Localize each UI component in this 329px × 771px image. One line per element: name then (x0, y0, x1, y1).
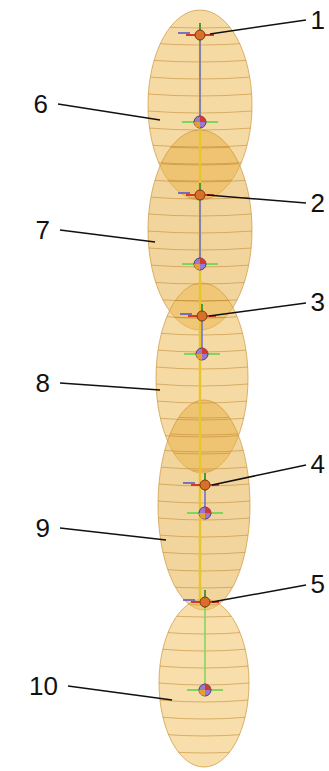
stripe (159, 734, 249, 736)
callout-number: 9 (36, 515, 50, 541)
callout-number: 4 (311, 451, 325, 477)
callout-number: 2 (311, 190, 325, 216)
axis-z (183, 482, 195, 484)
callout-number: 6 (34, 91, 48, 117)
stripe (156, 384, 248, 386)
stripe (159, 666, 249, 668)
stripe (158, 535, 250, 537)
com-quadrant (194, 122, 200, 128)
stripe (159, 632, 249, 634)
stripe (156, 367, 248, 369)
ellipsoid-bodies (148, 10, 252, 767)
stripe (159, 751, 249, 753)
stripe (159, 700, 249, 702)
callout-number: 8 (36, 370, 50, 396)
callout-number: 3 (311, 289, 325, 315)
joint-marker (195, 30, 205, 40)
stripe (156, 401, 248, 403)
stripe-group (158, 416, 250, 605)
com-quadrant (205, 684, 211, 690)
stripe-group (156, 299, 248, 471)
stripe (156, 299, 248, 301)
stripe (158, 569, 250, 571)
stripe (158, 501, 250, 503)
com-quadrant (194, 264, 200, 270)
callout-number: 7 (36, 217, 50, 243)
joint-marker (200, 597, 210, 607)
callout-number: 10 (29, 673, 58, 699)
com-quadrant (202, 348, 208, 354)
com-marker (199, 507, 211, 519)
stripe (159, 717, 249, 719)
axis-z (178, 192, 190, 194)
com-quadrant (200, 116, 206, 122)
stripe (159, 649, 249, 651)
stripe (159, 615, 249, 617)
axis-z (178, 32, 190, 34)
stripe (158, 552, 250, 554)
segment-axes (200, 35, 205, 688)
stripe (158, 416, 250, 418)
com-quadrant (199, 513, 205, 519)
axis-z (183, 599, 195, 601)
ellipsoid-stripes (148, 26, 252, 753)
leader-lines (58, 20, 306, 700)
com-marker (196, 348, 208, 360)
com-marker (194, 116, 206, 128)
com-quadrant (196, 354, 202, 360)
joint-marker (197, 311, 207, 321)
axis-z (180, 313, 192, 315)
stripe (158, 433, 250, 435)
joint-frames (178, 23, 223, 696)
callout-number: 5 (311, 571, 325, 597)
joint-marker (195, 190, 205, 200)
com-marker (194, 258, 206, 270)
stripe-group (159, 615, 249, 753)
callout-number: 1 (311, 7, 325, 33)
stripe (158, 586, 250, 588)
com-quadrant (205, 507, 211, 513)
stripe (158, 450, 250, 452)
stripe (158, 467, 250, 469)
com-quadrant (200, 258, 206, 264)
com-quadrant (199, 690, 205, 696)
joint-marker (200, 480, 210, 490)
com-marker (199, 684, 211, 696)
